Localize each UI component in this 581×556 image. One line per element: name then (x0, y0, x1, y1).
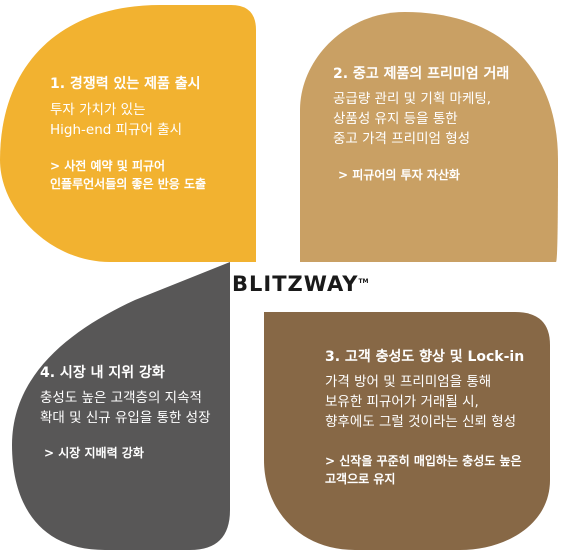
petal-3-sub-line-2: 고객으로 유지 (325, 472, 396, 486)
petal-4-sub-line-1: > 시장 지배력 강화 (44, 446, 144, 460)
petal-1-shape (0, 5, 256, 262)
petal-4-shape (12, 262, 230, 550)
petal-4-title: 4. 시장 내 지위 강화 (40, 365, 165, 381)
petal-2-body: 공급량 관리 및 기획 마케팅, 상품성 유지 등을 통한 중고 가격 프리미엄… (333, 89, 491, 149)
petal-3-shape (264, 312, 550, 550)
petal-3-sub-line-1: > 신작을 꾸준히 매입하는 충성도 높은 (325, 454, 522, 468)
petal-4-sub: > 시장 지배력 강화 (44, 444, 144, 462)
petal-1-title: 1. 경쟁력 있는 제품 출시 (50, 76, 201, 92)
petal-3-sub: > 신작을 꾸준히 매입하는 충성도 높은 고객으로 유지 (325, 452, 522, 488)
petal-2-shape (300, 12, 558, 262)
petal-2-sub-line-1: > 피규어의 투자 자산화 (338, 168, 460, 182)
petal-2-body-line-2: 상품성 유지 등을 통한 (333, 111, 458, 127)
logo-trademark: TM (358, 278, 369, 285)
petal-1-sub: > 사전 예약 및 피규어 인플루언서들의 좋은 반응 도출 (50, 157, 206, 193)
petal-4-body-line-2: 확대 및 신규 유입을 통한 성장 (40, 410, 211, 426)
petal-1-sub-line-1: > 사전 예약 및 피규어 (50, 159, 166, 173)
petal-1-sub-line-2: 인플루언서들의 좋은 반응 도출 (50, 177, 207, 191)
petal-3-body-line-3: 향후에도 그럴 것이라는 신뢰 형성 (325, 414, 517, 430)
logo-text: BLITZWAY (232, 272, 359, 296)
petal-2-sub: > 피규어의 투자 자산화 (338, 166, 460, 184)
petal-1-body: 투자 가치가 있는 High-end 피규어 출시 (50, 100, 182, 140)
petal-4-body-line-1: 충성도 높은 고객층의 지속적 (40, 390, 202, 406)
petal-2-body-line-1: 공급량 관리 및 기획 마케팅, (333, 91, 492, 107)
blitzway-logo: BLITZWAYTM (232, 272, 369, 296)
petal-3-body: 가격 방어 및 프리미엄을 통해 보유한 피규어가 거래될 시, 향후에도 그럴… (325, 372, 516, 432)
petal-2-body-line-3: 중고 가격 프리미엄 형성 (333, 131, 471, 147)
petal-1-body-line-2: High-end 피규어 출시 (50, 122, 183, 138)
petal-3-body-line-2: 보유한 피규어가 거래될 시, (325, 394, 479, 410)
petal-4-body: 충성도 높은 고객층의 지속적 확대 및 신규 유입을 통한 성장 (40, 388, 211, 428)
petal-2-title: 2. 중고 제품의 프리미엄 거래 (333, 66, 510, 82)
petal-3-body-line-1: 가격 방어 및 프리미엄을 통해 (325, 374, 492, 390)
petal-3-title: 3. 고객 충성도 향상 및 Lock-in (325, 349, 525, 365)
petal-1-body-line-1: 투자 가치가 있는 (50, 102, 146, 118)
